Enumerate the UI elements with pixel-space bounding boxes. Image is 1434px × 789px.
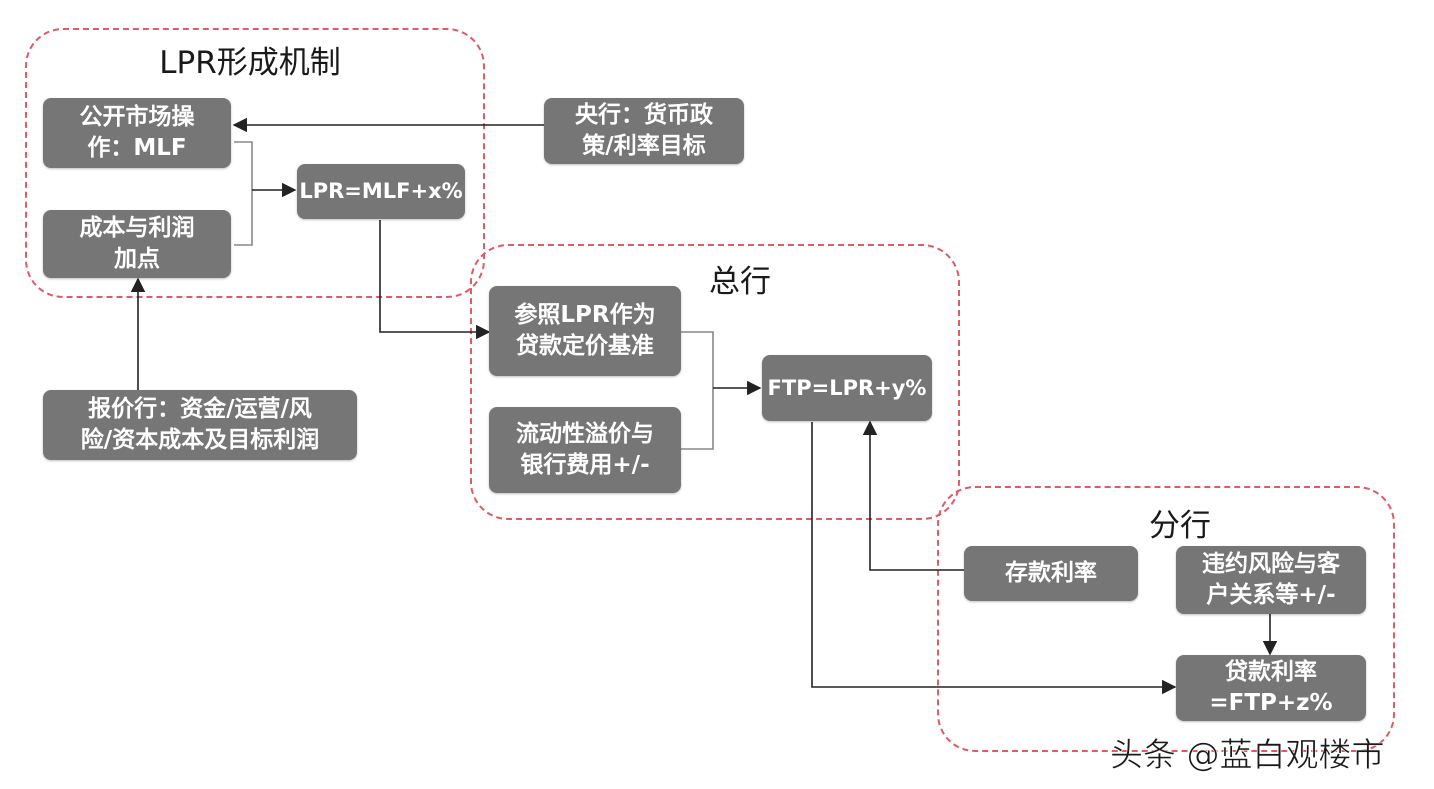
box-central-bank-policy: 央行：货币政策/利率目标 xyxy=(544,98,744,164)
arrow-lpr-to-ref xyxy=(379,220,491,340)
box-liquidity-premium: 流动性溢价与银行费用+/- xyxy=(489,407,681,493)
box-quote-bank: 报价行：资金/运营/风险/资本成本及目标利润 xyxy=(43,390,357,460)
region-lpr-mechanism xyxy=(25,28,485,298)
box-open-market-operations: 公开市场操作：MLF xyxy=(43,98,231,168)
box-cost-profit-markup: 成本与利润加点 xyxy=(43,210,231,278)
box-lpr-reference: 参照LPR作为贷款定价基准 xyxy=(489,286,681,376)
box-loan-rate: 贷款利率=FTP+z% xyxy=(1176,655,1366,721)
bracket-omo-cost xyxy=(234,141,253,246)
watermark: 头条 @蓝白观楼市 xyxy=(1110,735,1385,775)
region-head-office xyxy=(470,244,960,520)
region-branch-title: 分行 xyxy=(1149,508,1211,544)
bracket-ref-liq xyxy=(681,331,714,450)
box-default-risk: 违约风险与客户关系等+/- xyxy=(1176,546,1366,614)
region-branch xyxy=(937,486,1395,752)
region-lpr-title: LPR形成机制 xyxy=(159,45,341,81)
box-deposit-rate: 存款利率 xyxy=(964,546,1138,601)
arrow-deposit-to-ftp xyxy=(862,420,964,571)
box-ftp-formula: FTP=LPR+y% xyxy=(762,355,932,421)
arrow-ftp-to-loan xyxy=(811,422,1177,695)
region-head-title: 总行 xyxy=(709,264,771,300)
box-lpr-formula: LPR=MLF+x% xyxy=(297,164,465,219)
